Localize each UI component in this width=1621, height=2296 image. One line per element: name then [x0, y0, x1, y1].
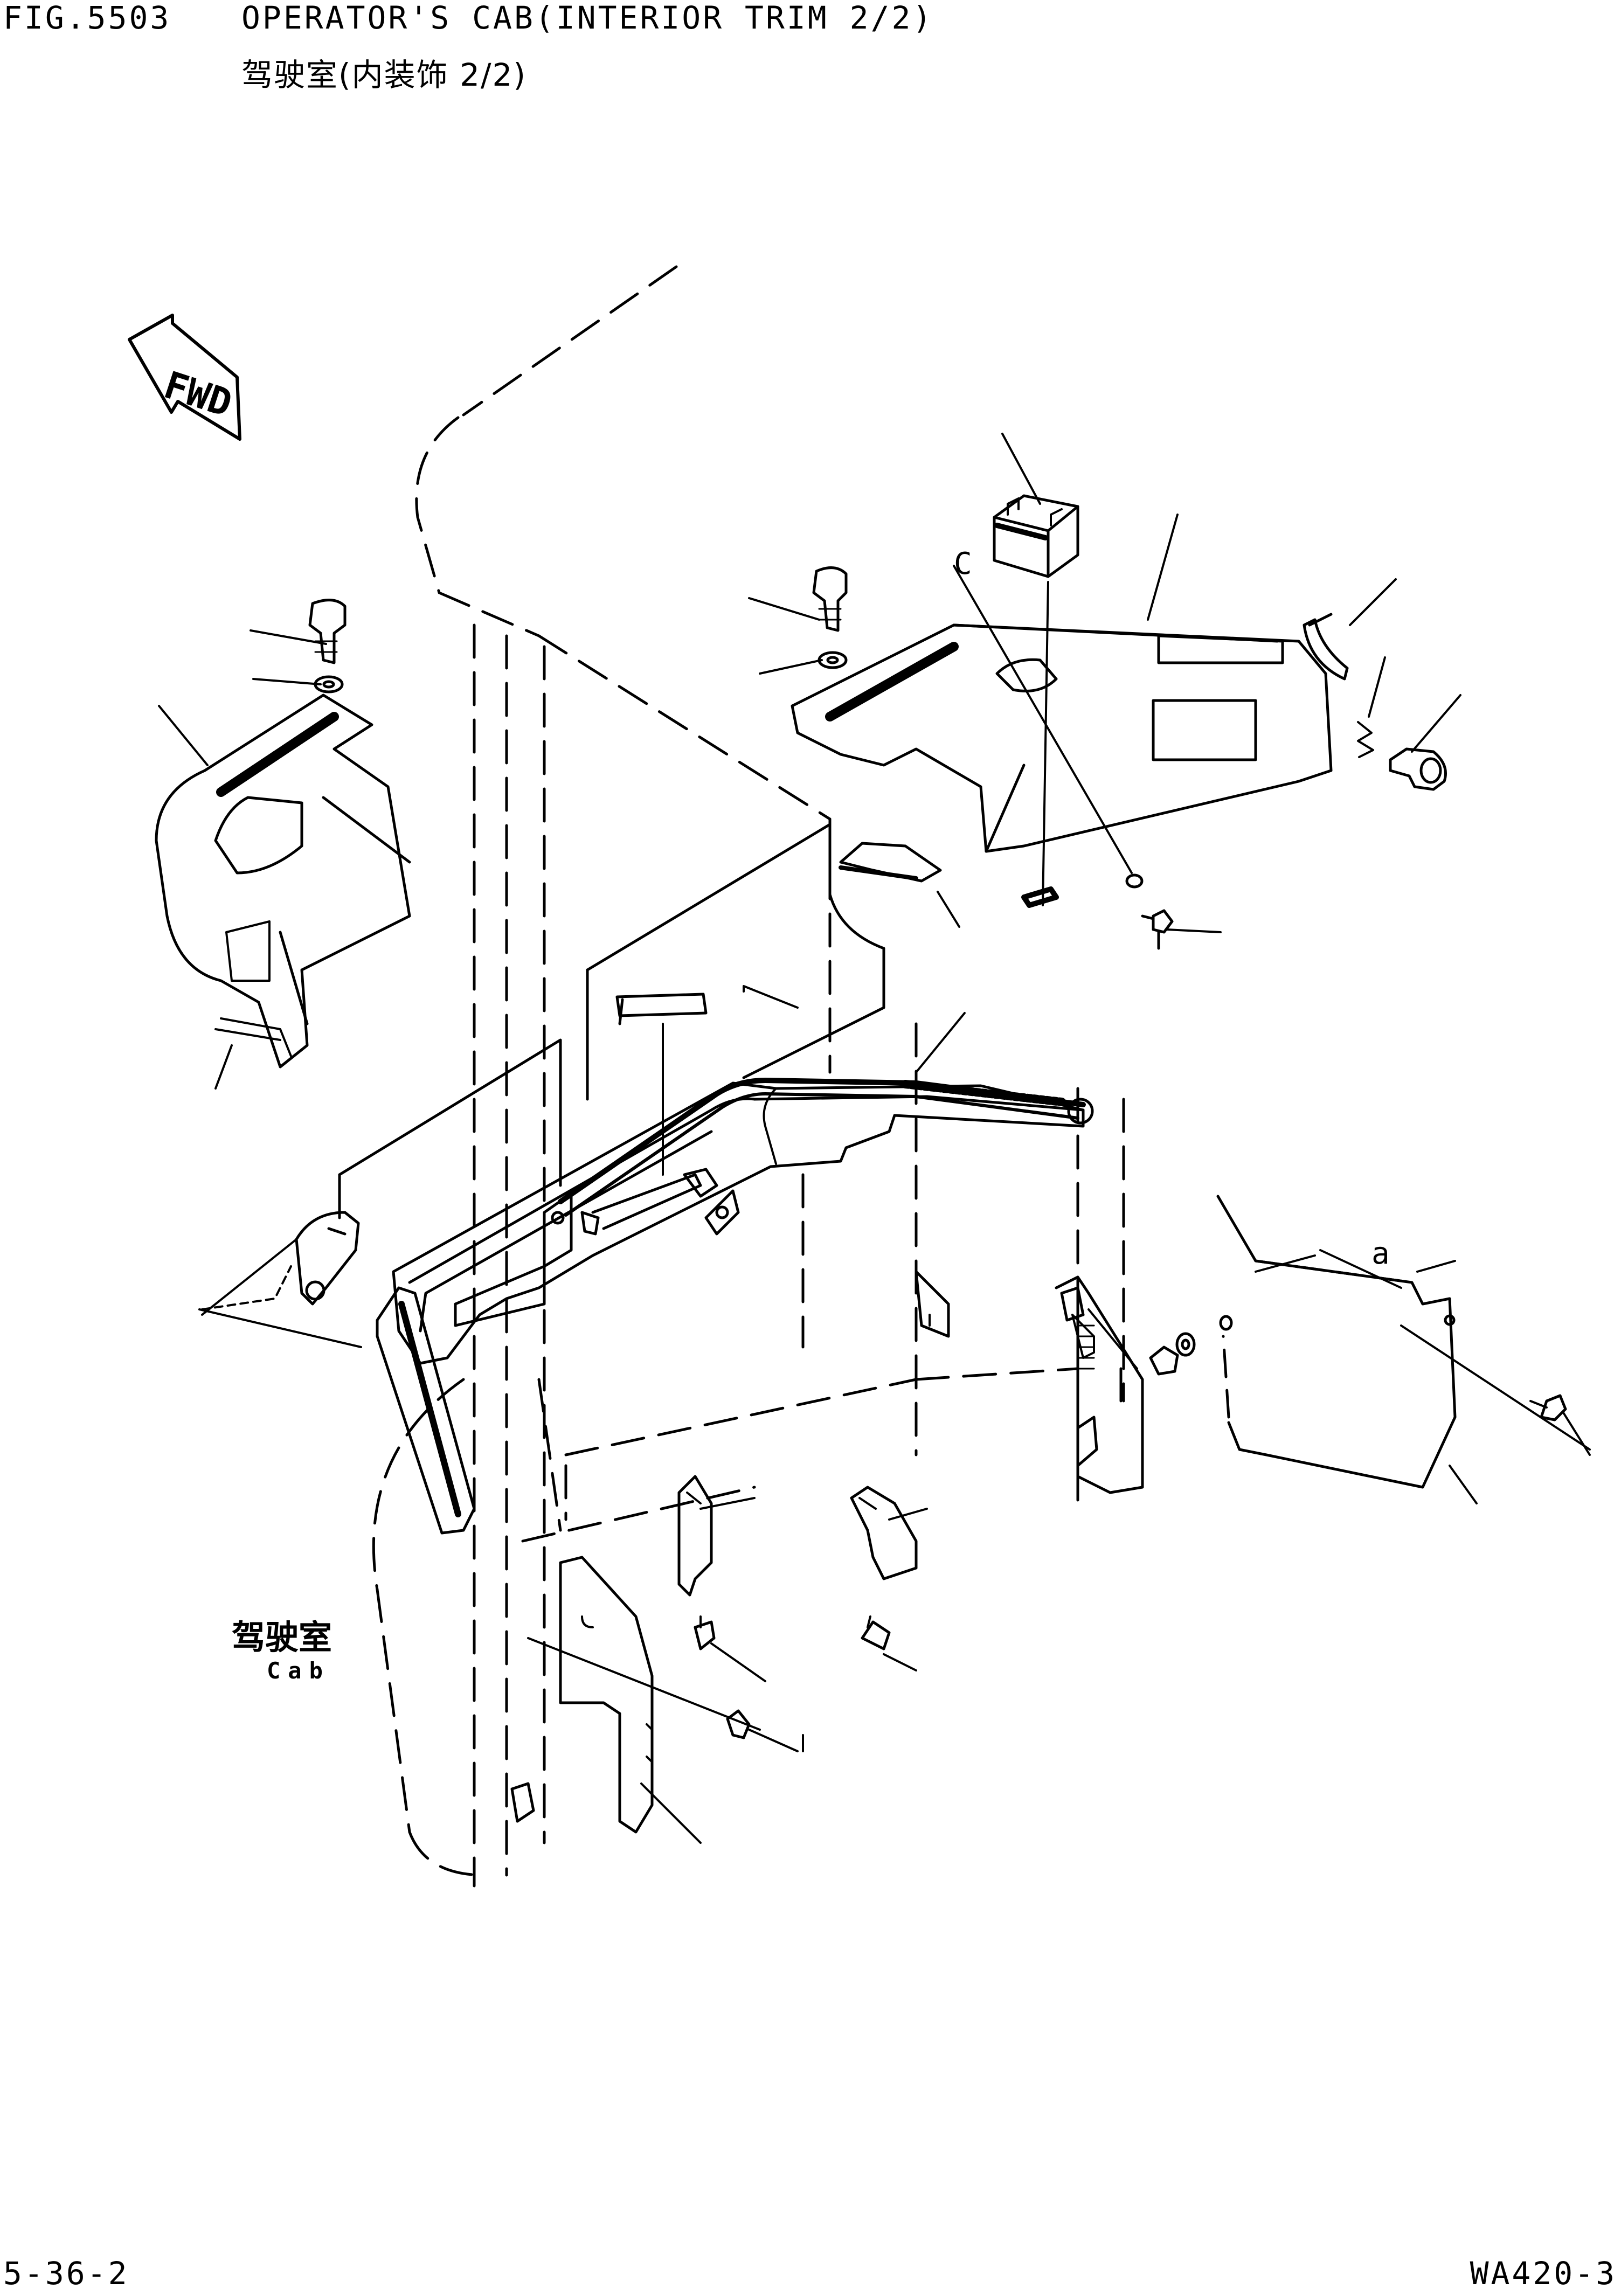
label-plate [1021, 886, 1059, 908]
screw-upper-right [1125, 873, 1174, 950]
right-upper-trim-panel [791, 623, 1333, 853]
rubber-rail [558, 1078, 1094, 1217]
vertical-bracket-right [915, 1270, 950, 1338]
cab-label-chinese: 驾驶室 [232, 1618, 332, 1657]
grab-handle [615, 993, 708, 1025]
left-vertical-trim-strip [376, 1286, 476, 1535]
cab-label: Cab [267, 1657, 330, 1684]
rail-bracket-right [704, 1189, 740, 1236]
storage-box [993, 494, 1079, 578]
page-title-chinese: 驾驶室(内装饰 2/2) [241, 57, 527, 93]
cab-lower-fitting [510, 1782, 535, 1823]
left-plug [308, 599, 347, 693]
figure-number: FIG.5503 [3, 0, 171, 36]
screw-lower-center [726, 1709, 799, 1752]
model-number: WA420-3 [1470, 2255, 1617, 2292]
lower-bracket-left [677, 1475, 716, 1650]
visor-bracket [839, 842, 942, 883]
strap-clip [1303, 613, 1349, 681]
right-plug [812, 566, 848, 669]
lower-bracket-right [850, 1486, 918, 1650]
page-title: OPERATOR'S CAB(INTERIOR TRIM 2/2) [241, 0, 934, 36]
right-side-panel [1055, 1275, 1144, 1494]
left-upper-trim-panel [155, 693, 411, 1069]
rail-bracket-left [454, 1192, 573, 1327]
rail-bracket-mid [580, 1168, 718, 1236]
bolt-washer-right [1149, 1315, 1233, 1376]
fwd-label: FWD [159, 363, 238, 426]
callout-c: C [954, 546, 972, 581]
center-trim-sheet [338, 823, 885, 1219]
lower-trim-main-panel [392, 1081, 1085, 1365]
left-corner-bracket [295, 1211, 360, 1306]
callout-a: a [1371, 1236, 1390, 1271]
right-rear-panel [1216, 1195, 1591, 1489]
lower-side-panel [559, 1556, 654, 1834]
spring-and-knob [1357, 721, 1447, 791]
forward-direction-arrow: FWD [128, 314, 241, 441]
leader-lines [158, 433, 1591, 1844]
page-number: 5-36-2 [3, 2255, 129, 2292]
